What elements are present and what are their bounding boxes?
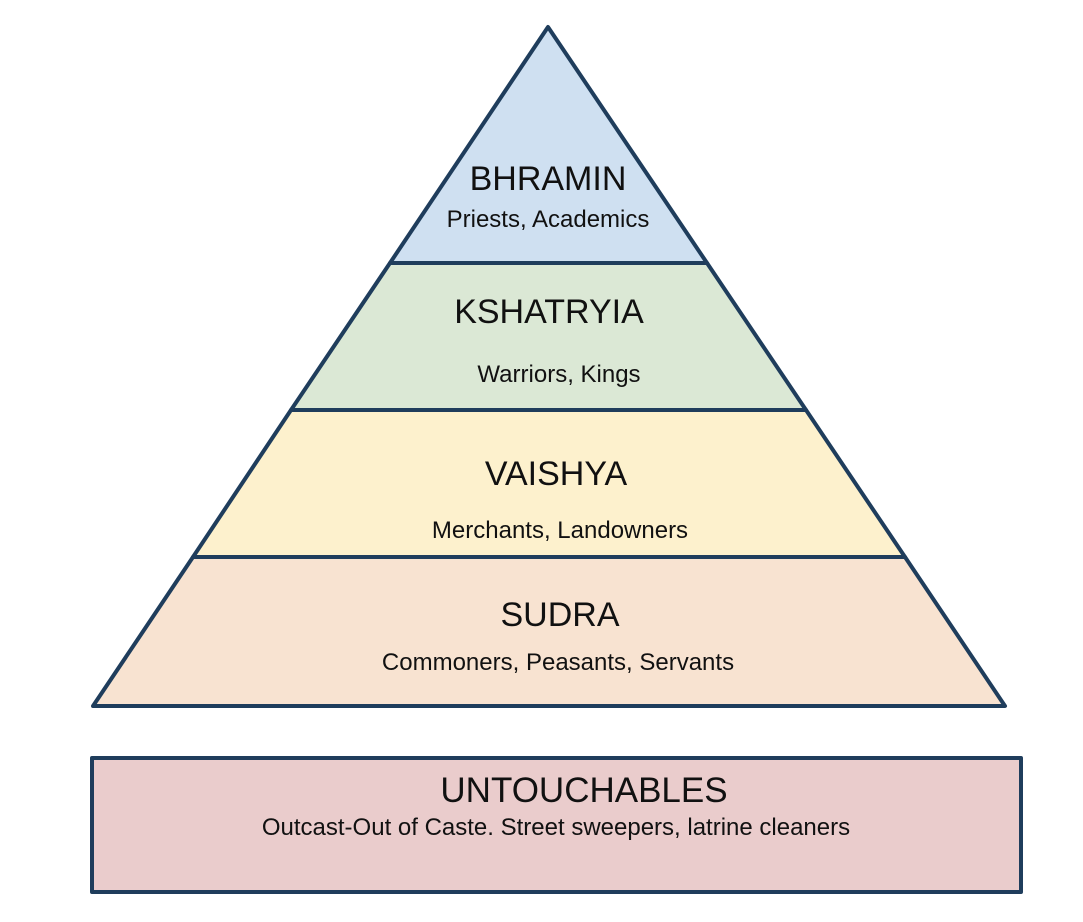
tier-subtitle: Priests, Academics xyxy=(447,206,650,233)
tier-title: KSHATRYIA xyxy=(454,293,644,331)
outcast-title: UNTOUCHABLES xyxy=(440,771,727,810)
tier-subtitle: Commoners, Peasants, Servants xyxy=(382,649,734,676)
tier-subtitle: Warriors, Kings xyxy=(477,361,640,388)
tier-title: SUDRA xyxy=(500,596,619,634)
tier-title: VAISHYA xyxy=(485,455,628,493)
tier-subtitle: Merchants, Landowners xyxy=(432,517,688,544)
tier-title: BHRAMIN xyxy=(470,160,627,198)
tier-sudra xyxy=(91,555,1007,708)
untouchables-box xyxy=(90,756,1023,894)
outcast-subtitle: Outcast-Out of Caste. Street sweepers, l… xyxy=(262,814,850,841)
